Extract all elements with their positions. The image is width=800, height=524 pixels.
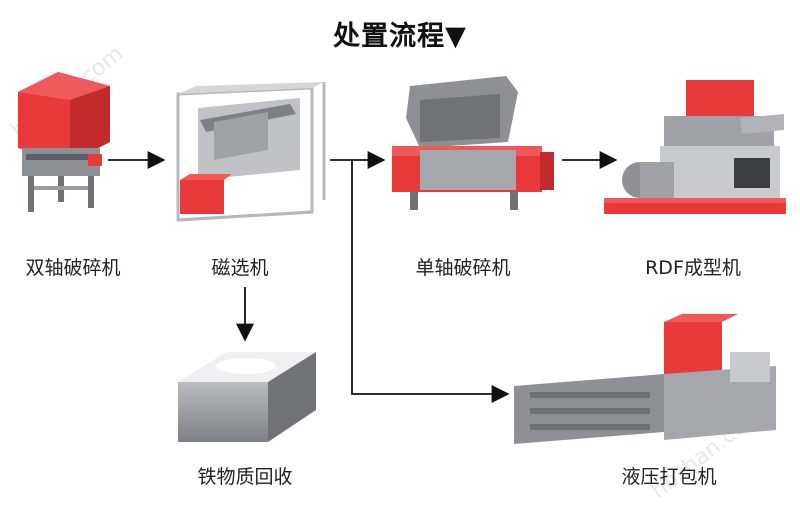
label-twin-shaft-shredder: 双轴破碎机: [25, 257, 121, 279]
page-title: 处置流程▼: [333, 21, 467, 52]
rdf-forming-machine-image: [604, 80, 786, 214]
magnetic-separator-image: [176, 82, 326, 222]
label-rdf-forming-machine: RDF成型机: [645, 257, 741, 279]
iron-recovery-bin-image: [178, 352, 316, 442]
label-magnetic-separator: 磁选机: [211, 257, 269, 279]
hydraulic-baler-image: [514, 314, 776, 444]
arrow-branch-to-baler: [351, 160, 510, 403]
label-single-shaft-shredder: 单轴破碎机: [415, 257, 511, 279]
twin-shaft-shredder-image: [18, 72, 110, 212]
label-iron-recovery: 铁物质回收: [197, 466, 293, 488]
label-hydraulic-baler: 液压打包机: [621, 466, 717, 488]
single-shaft-shredder-image: [392, 76, 554, 210]
